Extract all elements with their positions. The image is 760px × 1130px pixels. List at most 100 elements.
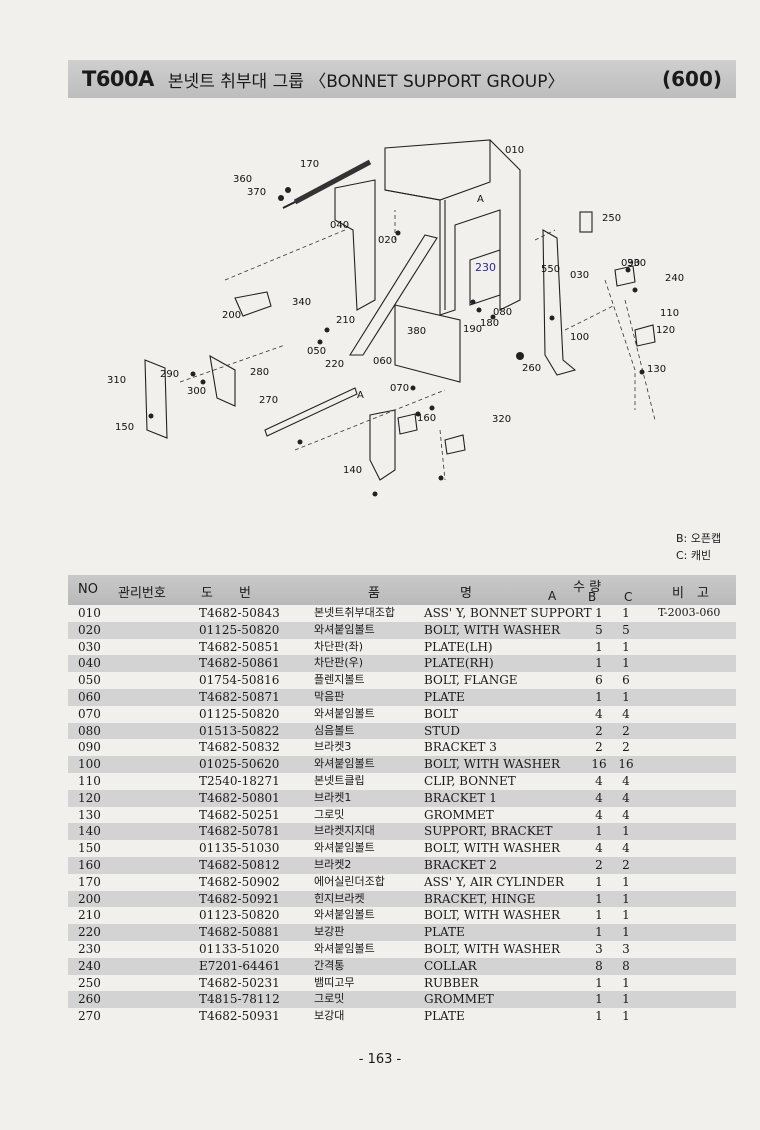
note-c: C: 캐빈 [676,549,712,562]
row-drawing-no: T4682-50851 [199,639,280,654]
row-no: 020 [78,622,101,637]
marker-a-top: A [477,194,484,205]
row-no: 070 [78,706,101,721]
row-drawing-no: T4682-50902 [199,874,280,889]
callout-070: 070 [390,383,409,394]
row-korean-name: 와셔붙임볼트 [314,706,375,720]
row-qty-c: 1 [622,992,630,1007]
row-no: 170 [78,874,101,889]
row-drawing-no: 01513-50822 [199,723,280,738]
model-name: T600A [82,67,154,91]
group-code: (600) [661,67,722,91]
row-no: 270 [78,1009,101,1024]
row-english-name: BOLT, WITH WASHER [424,941,560,956]
row-qty-c: 1 [622,606,630,620]
row-qty-a: 2 [595,723,603,738]
row-no: 240 [78,958,101,973]
row-korean-name: 와셔붙임볼트 [314,757,375,771]
row-drawing-no: T4815-78112 [199,992,280,1007]
callout-030: 030 [570,270,589,281]
row-drawing-no: T4682-50861 [199,656,280,671]
row-qty-c: 4 [622,790,630,805]
row-no: 150 [78,841,101,856]
row-remark: T-2003-060 [658,606,721,619]
callout-100: 100 [570,332,589,343]
row-english-name: SUPPORT, BRACKET [424,824,553,839]
row-korean-name: 간격통 [314,958,345,972]
row-drawing-no: T2540-18271 [199,773,280,788]
row-korean-name: 그로밋 [314,807,345,821]
row-qty-c: 1 [622,891,630,906]
column-notes: B: 오픈캡 C: 캐빈 [676,530,721,564]
row-no: 050 [78,673,101,688]
callout-280: 280 [250,367,269,378]
callout-220: 220 [325,359,344,370]
row-korean-name: 본넷트클립 [314,773,365,787]
row-qty-c: 2 [622,723,630,738]
row-no: 230 [78,941,101,956]
row-korean-name: 플렌지볼트 [314,673,365,687]
callout-120: 120 [656,325,675,336]
row-qty-a: 1 [595,1009,603,1024]
row-korean-name: 브라켓지지대 [314,824,375,838]
row-drawing-no: 01754-50816 [199,673,280,688]
callout-310: 310 [107,375,126,386]
row-drawing-no: 01125-50820 [199,706,280,721]
row-english-name: ASS' Y, BONNET SUPPORT [424,606,592,620]
row-qty-c: 8 [622,958,630,973]
callout-020: 020 [378,235,397,246]
row-drawing-no: 01025-50620 [199,757,280,772]
row-qty-a: 5 [595,622,603,637]
row-qty-c: 1 [622,975,630,990]
row-korean-name: 와셔붙임볼트 [314,622,375,636]
row-english-name: BRACKET 3 [424,740,497,755]
row-qty-a: 1 [595,874,603,889]
callout-370: 370 [247,187,266,198]
row-no: 140 [78,824,101,839]
row-qty-c: 4 [622,807,630,822]
row-qty-a: 1 [595,925,603,940]
row-qty-c: 1 [622,656,630,671]
row-english-name: GROMMET [424,807,494,822]
row-qty-a: 6 [595,673,603,688]
row-english-name: BOLT, FLANGE [424,673,518,688]
row-english-name: PLATE(LH) [424,639,493,654]
row-english-name: BOLT, WITH WASHER [424,841,560,856]
row-qty-c: 1 [622,874,630,889]
callout-210: 210 [336,315,355,326]
callout-160: 160 [417,413,436,424]
row-qty-a: 2 [595,857,603,872]
row-qty-c: 4 [622,841,630,856]
callout-090: 090 [621,258,640,269]
callout-360: 360 [233,174,252,185]
header-sub-b: B [588,590,597,604]
callout-190: 190 [463,324,482,335]
row-korean-name: 막음판 [314,689,345,703]
row-drawing-no: T4682-50781 [199,824,280,839]
callout-010: 010 [505,145,524,156]
row-korean-name: 브라켓1 [314,790,352,804]
callout-300: 300 [187,386,206,397]
row-qty-c: 1 [622,908,630,923]
row-no: 260 [78,992,101,1007]
row-drawing-no: T4682-50812 [199,857,280,872]
row-english-name: CLIP, BONNET [424,773,516,788]
row-korean-name: 브라켓2 [314,857,352,871]
row-drawing-no: T4682-50832 [199,740,280,755]
row-no: 100 [78,757,101,772]
row-english-name: COLLAR [424,958,477,973]
row-no: 060 [78,689,101,704]
row-qty-c: 1 [622,639,630,654]
row-no: 200 [78,891,101,906]
row-qty-c: 16 [618,757,634,772]
